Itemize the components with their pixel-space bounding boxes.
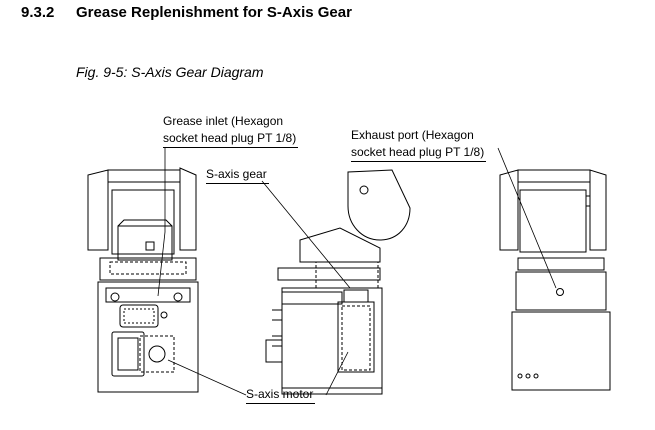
grease-inlet-label-line1: Grease inlet (Hexagon xyxy=(163,114,284,128)
leader-lines xyxy=(157,147,557,396)
exhaust-port-label-line2: socket head plug PT 1/8) xyxy=(351,144,487,162)
robot-front-view xyxy=(87,167,199,393)
robot-back-view xyxy=(499,169,611,391)
s-axis-motor-leader-front xyxy=(167,359,247,396)
figure-caption: Fig. 9-5: S-Axis Gear Diagram xyxy=(76,64,264,80)
section-title: Grease Replenishment for S-Axis Gear xyxy=(76,4,352,21)
s-axis-motor-leader-side xyxy=(325,351,349,396)
exhaust-port-label: Exhaust port (Hexagon socket head plug P… xyxy=(351,127,487,162)
grease-inlet-label-line2: socket head plug PT 1/8) xyxy=(163,130,299,148)
grease-inlet-label: Grease inlet (Hexagon socket head plug P… xyxy=(163,113,299,148)
grease-inlet-leader xyxy=(157,147,166,297)
robot-side-view xyxy=(265,169,411,395)
s-axis-motor-label: S-axis motor xyxy=(246,386,316,404)
exhaust-port-label-line1: Exhaust port (Hexagon xyxy=(351,128,474,142)
section-heading: 9.3.2 Grease Replenishment for S-Axis Gea… xyxy=(21,4,352,21)
s-axis-gear-leader xyxy=(261,180,351,289)
exhaust-port-leader xyxy=(497,147,557,289)
s-axis-gear-label: S-axis gear xyxy=(206,166,269,184)
section-number: 9.3.2 xyxy=(21,4,55,21)
